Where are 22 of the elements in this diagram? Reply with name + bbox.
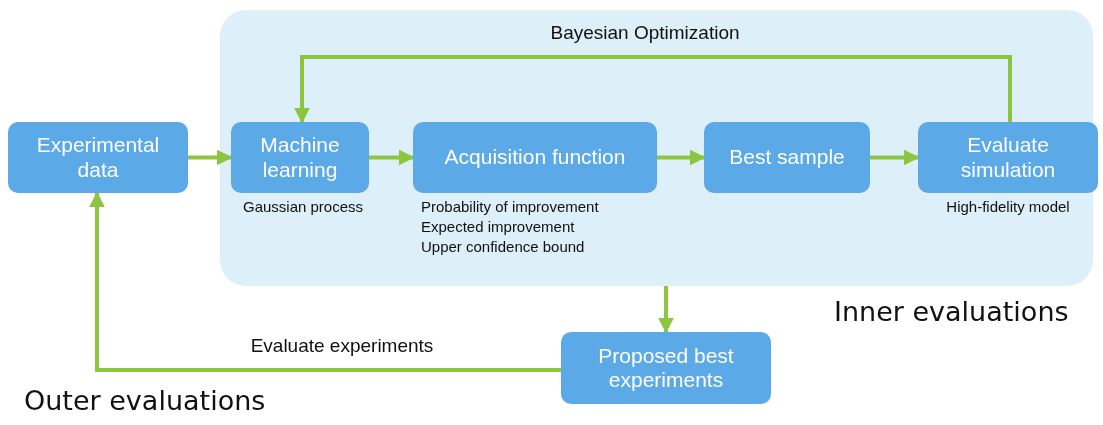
process-box: Proposed best experiments bbox=[561, 332, 771, 404]
node-note: Expected improvement bbox=[421, 217, 575, 237]
process-box: Experimental data bbox=[8, 122, 188, 193]
node-note: High-fidelity model bbox=[946, 197, 1070, 217]
node-note: Gaussian process bbox=[242, 197, 364, 217]
section-label: Outer evaluations bbox=[24, 385, 266, 416]
process-box: Acquisition function bbox=[413, 122, 657, 193]
process-box: Machine learning bbox=[231, 122, 369, 193]
process-box: Best sample bbox=[704, 122, 870, 193]
arrow bbox=[294, 55, 1012, 124]
arrow bbox=[89, 191, 561, 372]
node-note: Probability of improvement bbox=[421, 197, 599, 217]
arrow bbox=[658, 286, 674, 334]
edge-label: Bayesian Optimization bbox=[550, 22, 740, 44]
section-label: Inner evaluations bbox=[834, 296, 1069, 327]
process-box: Evaluate simulation bbox=[918, 122, 1098, 193]
arrow bbox=[870, 149, 920, 166]
arrow bbox=[657, 149, 706, 166]
edge-label: Evaluate experiments bbox=[250, 335, 434, 357]
arrow bbox=[188, 149, 233, 166]
arrow bbox=[369, 149, 415, 166]
node-note: Upper confidence bound bbox=[421, 237, 585, 257]
